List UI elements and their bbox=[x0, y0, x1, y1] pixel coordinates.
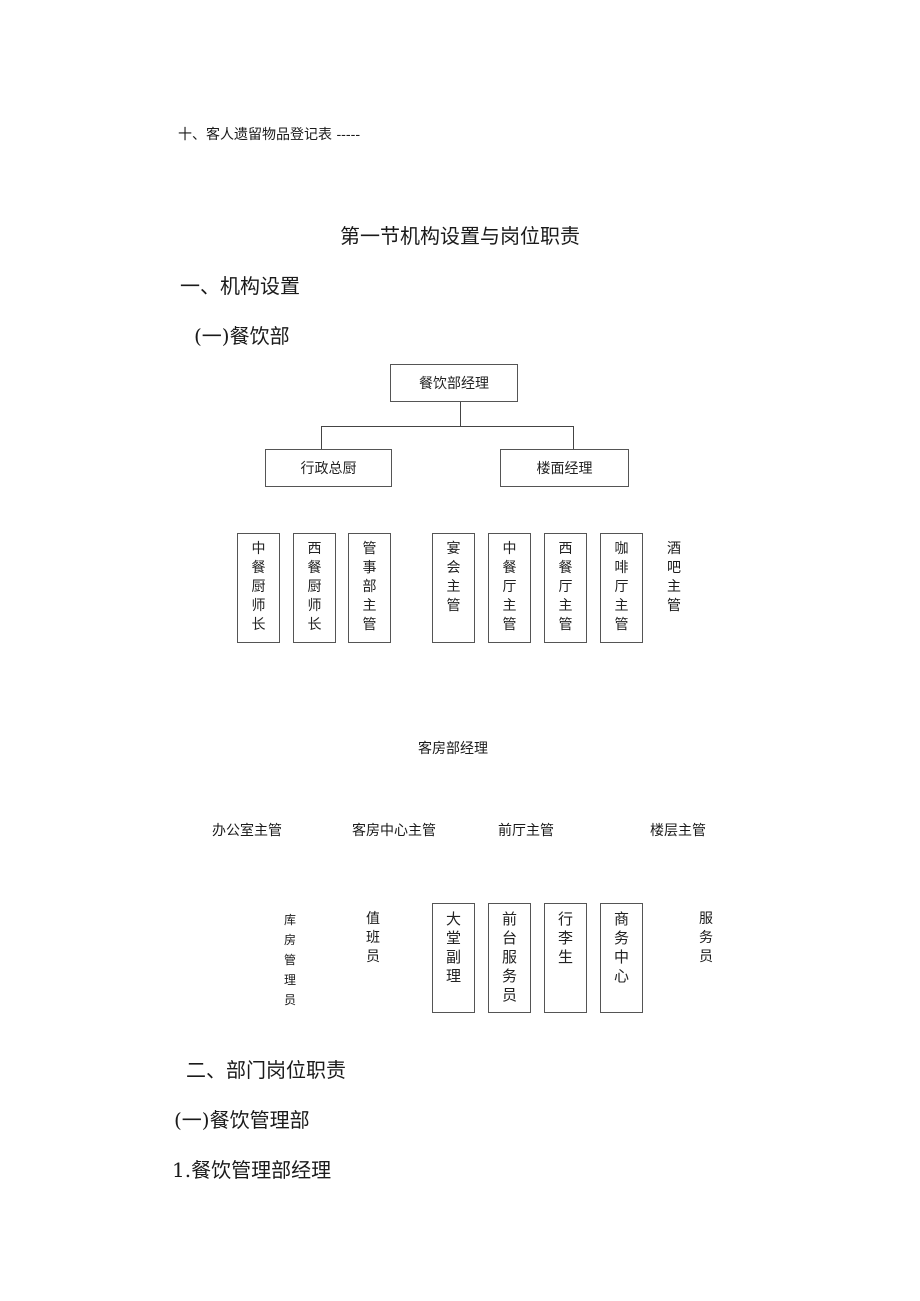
connector-line bbox=[573, 426, 574, 449]
connector-line bbox=[321, 426, 574, 427]
heading-org-setup: 一、机构设置 bbox=[180, 274, 300, 298]
connector-line bbox=[460, 402, 461, 426]
fb-leaf-box: 咖啡厅主管 bbox=[600, 533, 643, 643]
hk-leaf-box: 商务中心 bbox=[600, 903, 643, 1013]
hk-attendant-label: 服务员 bbox=[699, 911, 713, 965]
hk-floor-supervisor-label: 楼层主管 bbox=[650, 823, 706, 839]
fb-leaf-box: 宴会主管 bbox=[432, 533, 475, 643]
fb-leaf-box: 西餐厨师长 bbox=[293, 533, 336, 643]
fb-executive-chef-box: 行政总厨 bbox=[265, 449, 392, 487]
section-title: 第一节机构设置与岗位职责 bbox=[340, 224, 580, 248]
hk-storeroom-keeper-label: 库房管理员 bbox=[283, 913, 296, 1007]
hk-leaf-box: 前台服务员 bbox=[488, 903, 531, 1013]
hk-front-office-supervisor-label: 前厅主管 bbox=[498, 823, 554, 839]
subheading-fb-management: (一)餐饮管理部 bbox=[174, 1108, 310, 1132]
fb-leaf-box: 西餐厅主管 bbox=[544, 533, 587, 643]
fb-leaf-box: 中餐厅主管 bbox=[488, 533, 531, 643]
item-fb-manager: 1.餐饮管理部经理 bbox=[172, 1158, 332, 1182]
heading-dept-duties: 二、部门岗位职责 bbox=[186, 1058, 346, 1082]
fb-leaf-box: 管事部主管 bbox=[348, 533, 391, 643]
toc-line: 十、客人遗留物品登记表 ----- bbox=[178, 127, 361, 143]
hk-office-supervisor-label: 办公室主管 bbox=[212, 823, 282, 839]
fb-floor-manager-box: 楼面经理 bbox=[500, 449, 629, 487]
fb-leaf-box: 中餐厨师长 bbox=[237, 533, 280, 643]
hk-center-supervisor-label: 客房中心主管 bbox=[352, 823, 436, 839]
hk-duty-staff-label: 值班员 bbox=[366, 911, 380, 965]
fb-bar-supervisor-label: 酒吧主管 bbox=[667, 541, 681, 614]
connector-line bbox=[321, 426, 322, 449]
subheading-fb-dept: (一)餐饮部 bbox=[194, 324, 290, 348]
hk-leaf-box: 行李生 bbox=[544, 903, 587, 1013]
fb-root-box: 餐饮部经理 bbox=[390, 364, 518, 402]
hk-root-label: 客房部经理 bbox=[418, 741, 488, 757]
hk-leaf-box: 大堂副理 bbox=[432, 903, 475, 1013]
